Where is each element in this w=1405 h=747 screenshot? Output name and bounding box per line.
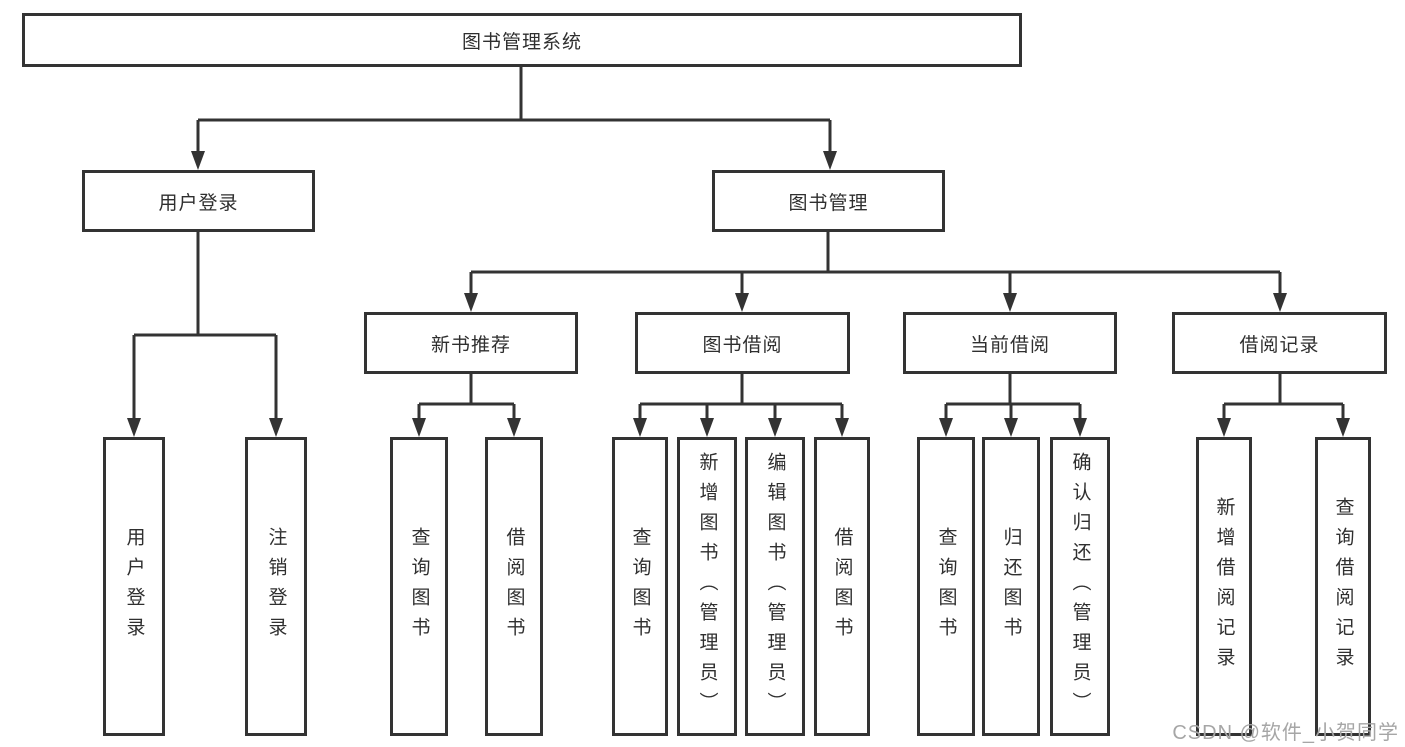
node-borrow-books-recommend: 借阅图书 <box>485 437 543 736</box>
node-label: 新增图书（管理员） <box>696 451 718 722</box>
node-label: 查询图书 <box>408 526 430 647</box>
node-label: 注销登录 <box>265 526 287 647</box>
node-label: 编辑图书（管理员） <box>764 451 786 722</box>
node-book-borrowing: 图书借阅 <box>635 312 850 374</box>
node-confirm-return-admin: 确认归还（管理员） <box>1050 437 1110 736</box>
node-current-borrowing: 当前借阅 <box>903 312 1117 374</box>
node-label: 用户登录 <box>123 526 145 647</box>
node-label: 查询图书 <box>629 526 651 647</box>
watermark: CSDN @软件_小贺同学 <box>1172 722 1399 744</box>
node-edit-books-admin: 编辑图书（管理员） <box>745 437 805 736</box>
node-query-books-recommend: 查询图书 <box>390 437 448 736</box>
node-label: 图书借阅 <box>702 334 783 356</box>
node-label: 借阅图书 <box>503 526 525 647</box>
connector-lines <box>132 67 1345 433</box>
node-label: 图书管理系统 <box>461 31 582 53</box>
node-borrow-books-borrowing: 借阅图书 <box>814 437 870 736</box>
node-label: 用户登录 <box>158 192 239 214</box>
node-label: 借阅记录 <box>1239 334 1320 356</box>
node-user-login-leaf: 用户登录 <box>103 437 165 736</box>
node-query-books-current: 查询图书 <box>917 437 975 736</box>
node-label: 新书推荐 <box>430 334 511 356</box>
node-query-books-borrowing: 查询图书 <box>612 437 668 736</box>
node-user-login: 用户登录 <box>82 170 315 232</box>
node-label: 查询图书 <box>935 526 957 647</box>
node-add-borrow-record: 新增借阅记录 <box>1196 437 1252 736</box>
node-borrowing-records: 借阅记录 <box>1172 312 1387 374</box>
node-logout: 注销登录 <box>245 437 307 736</box>
node-query-borrow-record: 查询借阅记录 <box>1315 437 1371 736</box>
node-label: 新增借阅记录 <box>1213 496 1235 677</box>
node-return-books: 归还图书 <box>982 437 1040 736</box>
node-library-management-system: 图书管理系统 <box>22 13 1022 67</box>
node-label: 当前借阅 <box>969 334 1050 356</box>
node-label: 查询借阅记录 <box>1332 496 1354 677</box>
arrowhead-icons <box>127 151 1350 437</box>
node-label: 确认归还（管理员） <box>1069 451 1091 722</box>
node-label: 借阅图书 <box>831 526 853 647</box>
node-add-books-admin: 新增图书（管理员） <box>677 437 737 736</box>
node-label: 归还图书 <box>1000 526 1022 647</box>
node-new-book-recommend: 新书推荐 <box>364 312 578 374</box>
node-label: 图书管理 <box>788 192 869 214</box>
node-book-management: 图书管理 <box>712 170 945 232</box>
